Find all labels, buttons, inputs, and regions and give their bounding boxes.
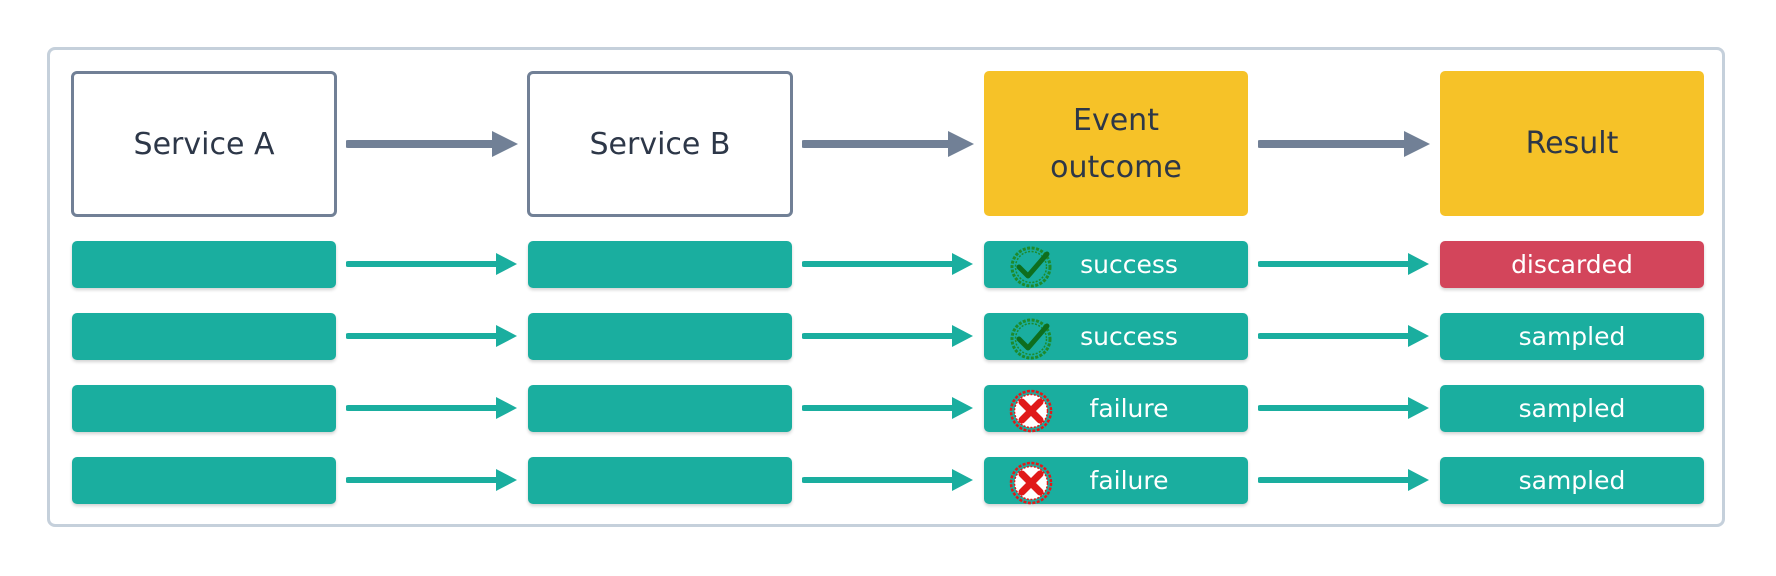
row-3-result-bar: sampled <box>1440 385 1704 432</box>
row-4-outcome-bar: failure <box>984 457 1248 505</box>
header-result: Result <box>1440 71 1704 216</box>
row-3-result-label: sampled <box>1518 394 1626 423</box>
row-3-arrow-1 <box>346 397 517 419</box>
row-1-arrow-3 <box>1258 253 1429 275</box>
row-3-service-b-bar <box>528 385 792 432</box>
header-result-label: Result <box>1525 126 1619 161</box>
header-service-b-label: Service B <box>589 126 731 162</box>
header-arrow-2 <box>802 131 974 157</box>
row-4-outcome-label: failure <box>1089 466 1169 495</box>
row-2-arrow-3 <box>1258 325 1429 347</box>
row-3-arrow-2 <box>802 397 973 419</box>
check-icon <box>1010 318 1052 360</box>
row-2-result-label: sampled <box>1518 322 1626 351</box>
header-arrow-3 <box>1258 131 1430 157</box>
row-3-outcome-bar: failure <box>984 385 1248 433</box>
row-4-arrow-3 <box>1258 469 1429 491</box>
row-1-arrow-2 <box>802 253 973 275</box>
header-service-a-label: Service A <box>133 126 275 162</box>
row-2-arrow-1 <box>346 325 517 347</box>
row-3-service-a-bar <box>72 385 336 432</box>
row-1-service-a-bar <box>72 241 336 288</box>
row-4-arrow-2 <box>802 469 973 491</box>
header-service-b: Service B <box>527 71 793 217</box>
row-1-result-label: discarded <box>1511 250 1633 279</box>
row-2-outcome-label: success <box>1080 322 1178 351</box>
row-1-service-b-bar <box>528 241 792 288</box>
row-1-outcome-label: success <box>1080 250 1178 279</box>
row-2-outcome-bar: success <box>984 313 1248 360</box>
row-2-service-a-bar <box>72 313 336 360</box>
row-4-service-a-bar <box>72 457 336 504</box>
row-4-arrow-1 <box>346 469 517 491</box>
row-1-result-bar: discarded <box>1440 241 1704 288</box>
header-arrow-1 <box>346 131 518 157</box>
check-icon <box>1010 246 1052 288</box>
row-3-arrow-3 <box>1258 397 1429 419</box>
cross-icon <box>1009 389 1053 433</box>
header-event-outcome: Event outcome <box>984 71 1248 216</box>
row-2-result-bar: sampled <box>1440 313 1704 360</box>
header-service-a: Service A <box>71 71 337 217</box>
row-3-outcome-label: failure <box>1089 394 1169 423</box>
header-event-outcome-label: Event outcome <box>1050 102 1182 185</box>
row-4-result-bar: sampled <box>1440 457 1704 504</box>
row-4-service-b-bar <box>528 457 792 504</box>
row-2-service-b-bar <box>528 313 792 360</box>
row-2-arrow-2 <box>802 325 973 347</box>
row-1-outcome-bar: success <box>984 241 1248 288</box>
row-1-arrow-1 <box>346 253 517 275</box>
cross-icon <box>1009 461 1053 505</box>
row-4-result-label: sampled <box>1518 466 1626 495</box>
